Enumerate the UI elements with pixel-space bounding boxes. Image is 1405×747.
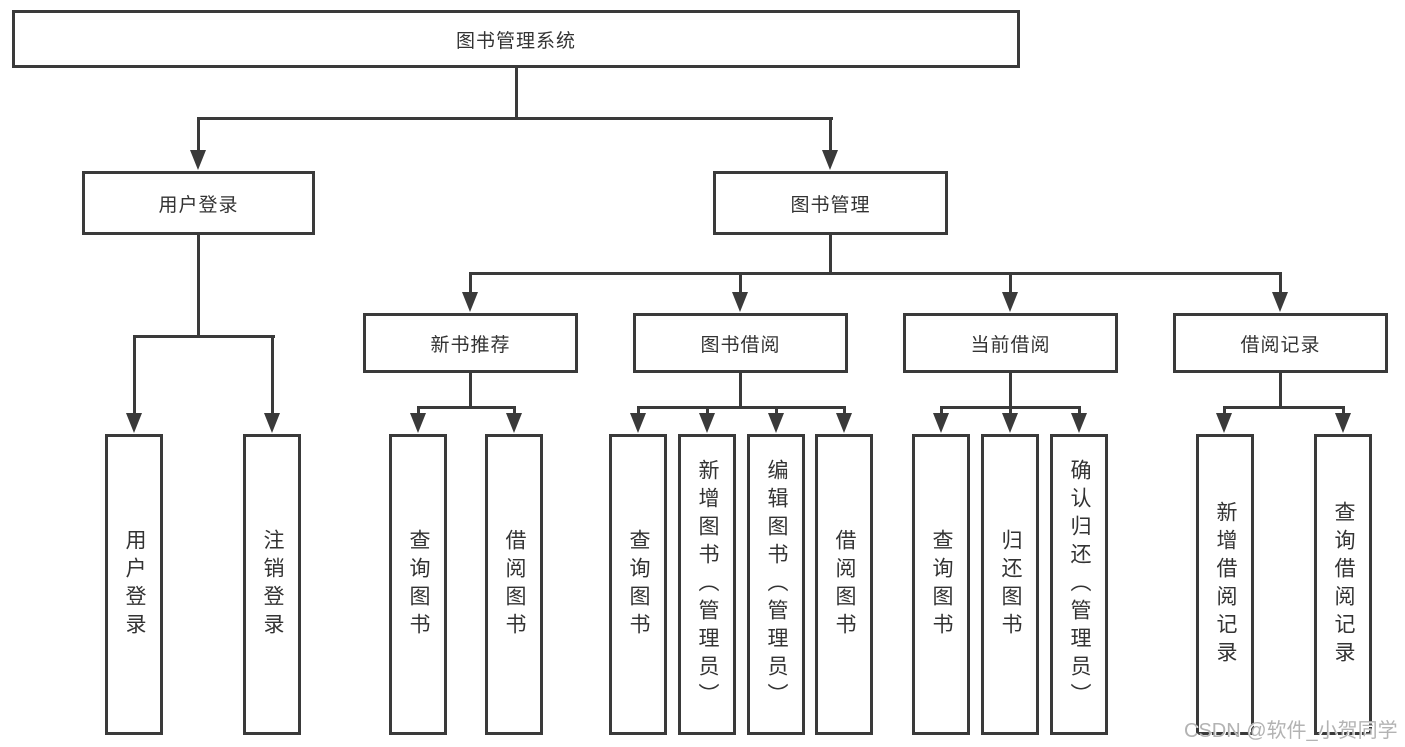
leaf-current-return-books: 归还图书 [981, 434, 1039, 735]
arrowhead-records-query [1335, 413, 1351, 433]
connector-stub-current-return [1009, 406, 1012, 417]
connector-book-management-bus [469, 272, 1282, 275]
node-current-borrowing-label: 当前借阅 [970, 334, 1051, 356]
arrowhead-borrow-add [699, 413, 715, 433]
leaf-borrow-add-books-admin-label: 新增图书（管理员） [696, 458, 720, 711]
connector-current-borrowing-vertical [1009, 372, 1012, 408]
connector-book-borrowing-bus [637, 406, 846, 409]
node-new-book-recommendation-label: 新书推荐 [430, 334, 511, 356]
arrowhead-user-login [190, 150, 206, 170]
connector-root-bus [197, 117, 833, 120]
arrowhead-book-management [822, 150, 838, 170]
leaf-borrow-edit-books-admin-label: 编辑图书（管理员） [765, 458, 789, 711]
connector-book-borrowing-vertical [739, 372, 742, 408]
connector-stub-recommend-query [417, 406, 420, 417]
node-root-label: 图书管理系统 [455, 30, 576, 52]
node-library-management-system: 图书管理系统 [12, 10, 1020, 68]
node-book-borrowing-label: 图书借阅 [700, 334, 781, 356]
connector-stub-leaf-user-login [133, 335, 136, 417]
arrowhead-current-return [1002, 413, 1018, 433]
connector-stub-leaf-logout [271, 335, 274, 417]
connector-stub-current-confirm [1078, 406, 1081, 417]
connector-stub-borrow-add [706, 406, 709, 417]
csdn-watermark: CSDN @软件_小贺同学 [1184, 720, 1398, 742]
node-user-login: 用户登录 [82, 171, 315, 235]
arrowhead-leaf-logout [264, 413, 280, 433]
leaf-recommend-borrow-books-label: 借阅图书 [503, 528, 527, 641]
leaf-current-query-books: 查询图书 [912, 434, 970, 735]
leaf-borrow-edit-books-admin: 编辑图书（管理员） [747, 434, 805, 735]
arrowhead-borrow-borrow [836, 413, 852, 433]
node-book-management: 图书管理 [713, 171, 948, 235]
connector-user-login-bus [133, 335, 275, 338]
connector-book-management-vertical [829, 235, 832, 275]
leaf-user-login: 用户登录 [105, 434, 163, 735]
connector-stub-records-add [1223, 406, 1226, 417]
connector-stub-book-management [829, 117, 832, 153]
connector-stub-recommend-borrow [513, 406, 516, 417]
leaf-borrow-add-books-admin: 新增图书（管理员） [678, 434, 736, 735]
arrowhead-recommend-borrow [506, 413, 522, 433]
leaf-records-add-record: 新增借阅记录 [1196, 434, 1254, 735]
leaf-user-login-label: 用户登录 [123, 528, 147, 641]
leaf-recommend-query-books: 查询图书 [389, 434, 447, 735]
node-book-borrowing: 图书借阅 [633, 313, 848, 373]
arrowhead-borrow-edit [768, 413, 784, 433]
leaf-current-confirm-return-admin: 确认归还（管理员） [1050, 434, 1108, 735]
connector-stub-borrow-query [637, 406, 640, 417]
leaf-borrow-query-books-label: 查询图书 [627, 528, 651, 641]
leaf-logout-label: 注销登录 [261, 528, 285, 641]
connector-stub-new-book [469, 272, 472, 296]
arrowhead-new-book [462, 292, 478, 312]
leaf-borrow-borrow-books-label: 借阅图书 [833, 528, 857, 641]
connector-new-book-bus [417, 406, 516, 409]
connector-user-login-vertical [197, 235, 200, 337]
leaf-current-confirm-return-admin-label: 确认归还（管理员） [1068, 458, 1092, 711]
connector-stub-borrow-borrow [843, 406, 846, 417]
arrowhead-current-query [933, 413, 949, 433]
connector-borrowing-records-vertical [1279, 372, 1282, 408]
connector-stub-borrow-edit [775, 406, 778, 417]
node-book-management-label: 图书管理 [790, 194, 871, 216]
arrowhead-records-add [1216, 413, 1232, 433]
leaf-recommend-query-books-label: 查询图书 [407, 528, 431, 641]
leaf-borrow-query-books: 查询图书 [609, 434, 667, 735]
leaf-recommend-borrow-books: 借阅图书 [485, 434, 543, 735]
node-borrowing-records-label: 借阅记录 [1240, 334, 1321, 356]
connector-stub-book-borrowing [739, 272, 742, 296]
leaf-records-query-record-label: 查询借阅记录 [1332, 500, 1356, 669]
connector-stub-current-borrowing [1009, 272, 1012, 296]
connector-stub-records-query [1342, 406, 1345, 417]
connector-stub-borrowing-records [1279, 272, 1282, 296]
connector-stub-user-login [197, 117, 200, 153]
leaf-records-query-record: 查询借阅记录 [1314, 434, 1372, 735]
arrowhead-borrowing-records [1272, 292, 1288, 312]
connector-root-vertical [515, 67, 518, 119]
arrowhead-current-confirm [1071, 413, 1087, 433]
connector-stub-current-query [940, 406, 943, 417]
leaf-logout: 注销登录 [243, 434, 301, 735]
node-borrowing-records: 借阅记录 [1173, 313, 1388, 373]
node-current-borrowing: 当前借阅 [903, 313, 1118, 373]
arrowhead-leaf-user-login [126, 413, 142, 433]
arrowhead-recommend-query [410, 413, 426, 433]
arrowhead-current-borrowing [1002, 292, 1018, 312]
leaf-borrow-borrow-books: 借阅图书 [815, 434, 873, 735]
connector-new-book-vertical [469, 372, 472, 408]
arrowhead-book-borrowing [732, 292, 748, 312]
leaf-current-return-books-label: 归还图书 [999, 528, 1023, 641]
connector-borrowing-records-bus [1223, 406, 1345, 409]
node-new-book-recommendation: 新书推荐 [363, 313, 578, 373]
node-user-login-label: 用户登录 [158, 194, 239, 216]
leaf-current-query-books-label: 查询图书 [930, 528, 954, 641]
leaf-records-add-record-label: 新增借阅记录 [1214, 500, 1238, 669]
arrowhead-borrow-query [630, 413, 646, 433]
